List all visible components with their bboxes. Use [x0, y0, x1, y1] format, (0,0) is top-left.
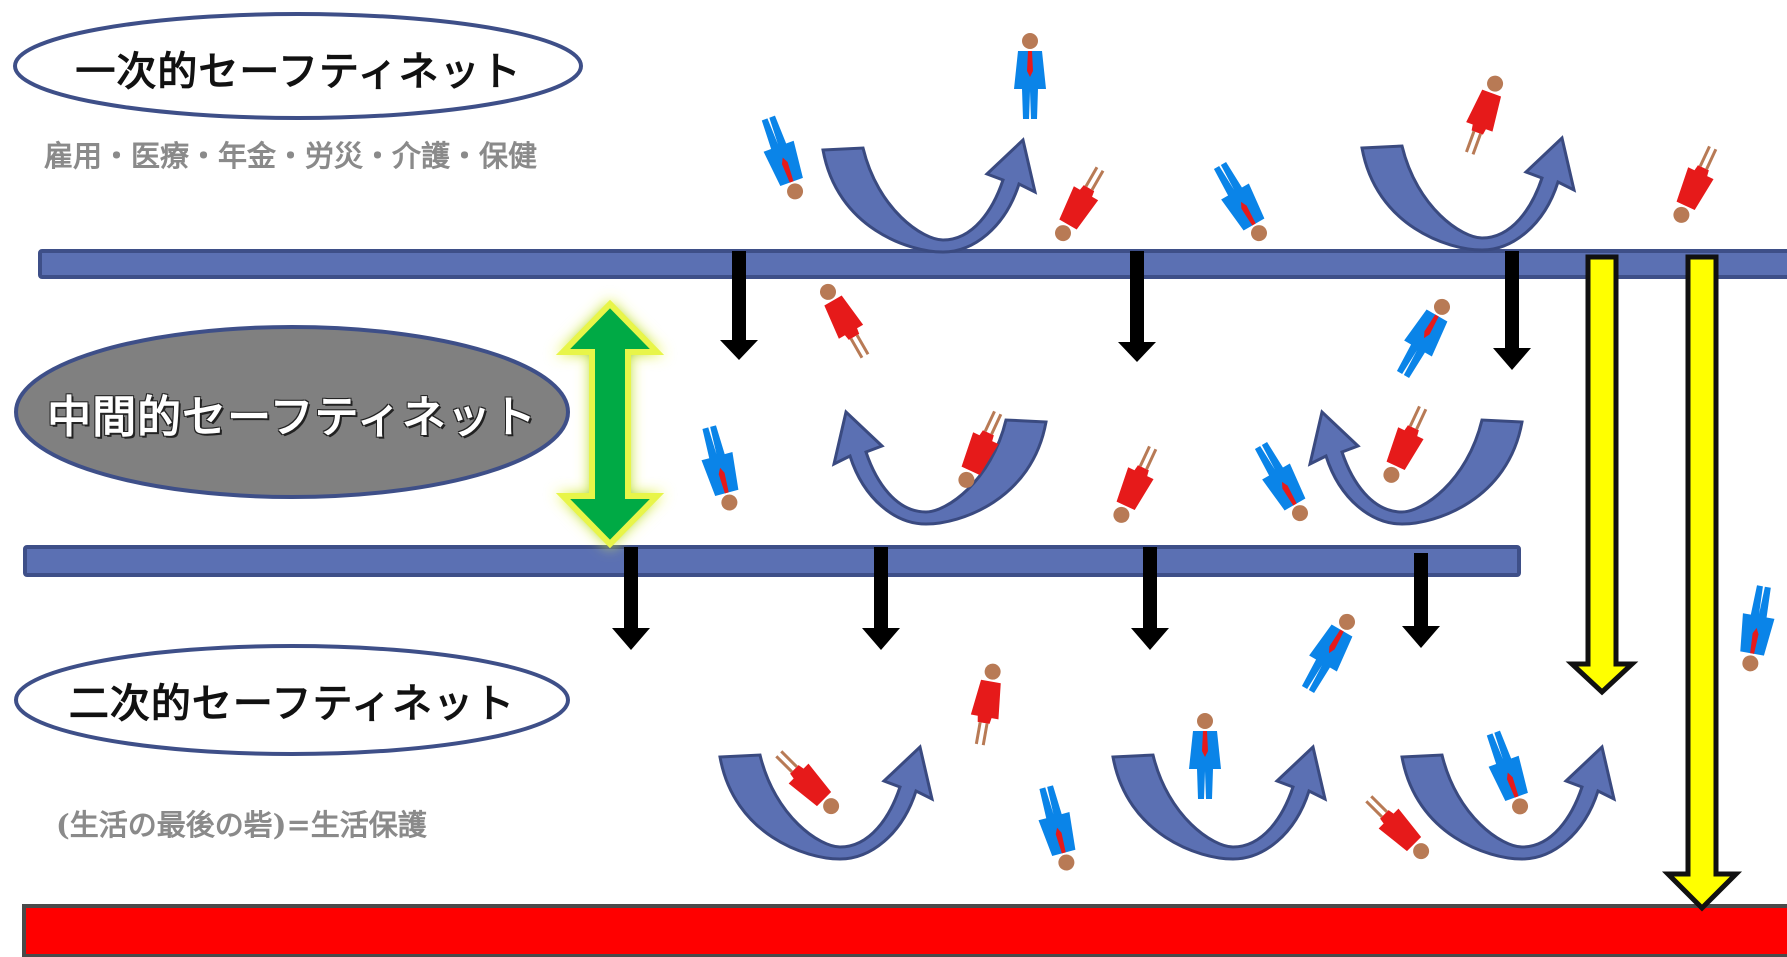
down-arrow-icon — [1565, 254, 1639, 696]
businesswoman-icon — [775, 750, 840, 815]
fall-arrows — [612, 251, 1531, 650]
intermediate-net-bar — [23, 545, 1521, 577]
bounce-arrows — [718, 135, 1617, 861]
down-arrow-icon — [862, 547, 900, 650]
down-arrow-icon — [1402, 553, 1440, 648]
businesswoman-icon — [970, 663, 1001, 746]
primary-net-bar — [38, 249, 1787, 279]
intermediate-net-oval — [14, 325, 570, 499]
primary-net-subtitle: 雇用・医療・年金・労災・介護・保健 — [44, 139, 538, 173]
businessman-icon — [1254, 442, 1308, 522]
businessman-icon — [1038, 785, 1076, 871]
u-turn-arrow-icon — [1360, 135, 1577, 252]
down-arrow-icon — [1131, 547, 1169, 650]
businesswoman-icon — [1673, 145, 1718, 223]
down-arrow-icon — [1493, 251, 1531, 370]
u-turn-arrow-icon — [1307, 409, 1524, 526]
businesswoman-icon — [958, 410, 1003, 488]
businesswoman-icon — [1365, 795, 1430, 860]
down-arrow-icon — [1118, 251, 1156, 362]
secondary-net-subtitle: (生活の最後の砦)=生活保護 — [56, 808, 427, 842]
businessman-icon — [1301, 613, 1355, 693]
businessman-icon — [1014, 33, 1046, 119]
up-down-arrow-icon — [555, 299, 665, 549]
u-turn-arrow-icon — [831, 409, 1048, 526]
businesswoman-icon — [1113, 445, 1158, 523]
businesswoman-icon — [1055, 166, 1105, 242]
businesswoman-icon — [820, 283, 870, 359]
businessman-icon — [761, 115, 804, 200]
intermediate-net-title: 中間的セーフティネット — [47, 392, 537, 443]
down-arrow-icon — [720, 251, 758, 360]
businessman-icon — [701, 425, 739, 511]
floor-bar — [22, 904, 1787, 957]
businessman-icon — [1189, 713, 1221, 799]
u-turn-arrow-icon — [821, 137, 1038, 254]
businessman-icon — [1486, 730, 1529, 815]
down-arrow-icon — [612, 547, 650, 650]
primary-net-title: 一次的セーフティネット — [75, 48, 522, 95]
u-turn-arrow-icon — [1111, 744, 1328, 861]
secondary-net-title: 二次的セーフティネット — [68, 680, 516, 727]
u-turn-arrow-icon — [718, 744, 935, 861]
down-arrow-icon — [1661, 254, 1743, 912]
businessman-icon — [1396, 298, 1450, 378]
businesswoman-icon — [1465, 75, 1504, 155]
businesswoman-icon — [1383, 405, 1428, 483]
businessman-icon — [1213, 162, 1267, 242]
businessman-icon — [1740, 585, 1775, 672]
primary-net-oval — [13, 12, 583, 120]
secondary-net-oval — [14, 644, 570, 756]
u-turn-arrow-icon — [1400, 744, 1617, 861]
falling-people — [701, 33, 1775, 871]
